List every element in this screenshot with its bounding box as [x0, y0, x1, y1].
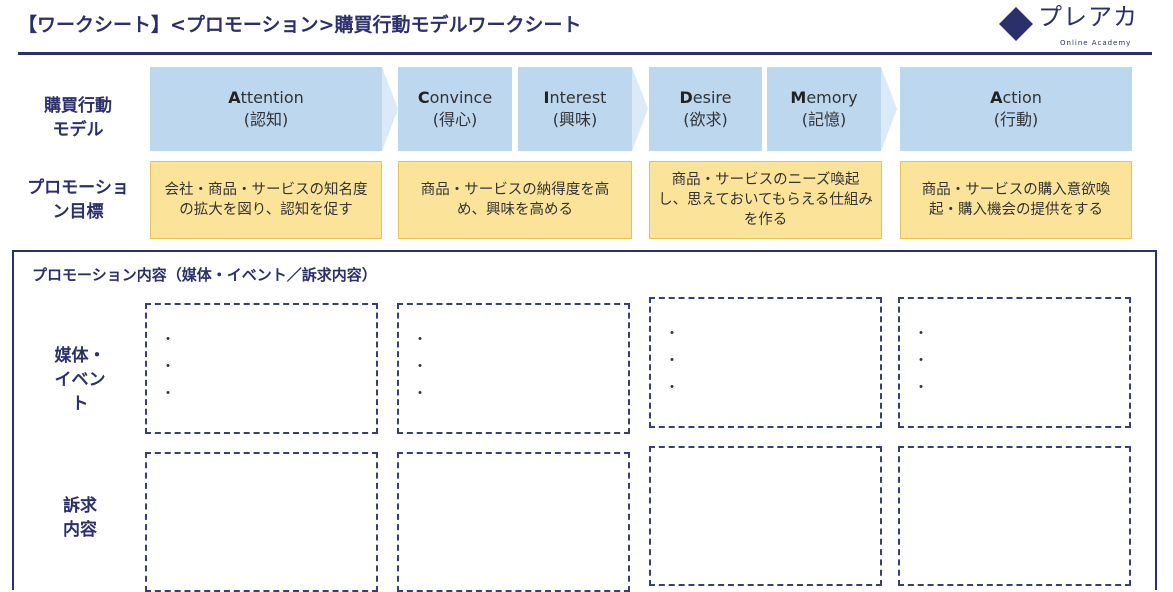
- goal-desire-memory: 商品・サービスのニーズ喚起し、思えておいてもらえる仕組みを作る: [649, 161, 882, 239]
- chevron-arrow: [632, 67, 648, 151]
- promotion-content-panel: [12, 250, 1157, 590]
- appeal-input-box[interactable]: [397, 452, 630, 592]
- stage-action: Action(行動): [900, 67, 1132, 151]
- model-label-text: 購買行動モデル: [44, 96, 112, 140]
- chevron-arrow: [881, 67, 897, 151]
- goal-action: 商品・サービスの購入意欲喚起・購入機会の提供をする: [900, 161, 1132, 239]
- logo: プレアカ Online Academy: [998, 2, 1158, 50]
- appeal-label-text: 訴求内容: [63, 496, 97, 540]
- header-divider: [18, 52, 1152, 55]
- page-title: 【ワークシート】<プロモーション>購買行動モデルワークシート: [18, 14, 582, 36]
- appeal-input-box[interactable]: [898, 446, 1131, 586]
- goal-label-text: プロモーション目標: [27, 178, 129, 222]
- stage-memory: Memory(記憶): [767, 67, 881, 151]
- graduation-cap-icon: [999, 7, 1033, 41]
- media-input-box[interactable]: ・・・: [649, 297, 882, 428]
- stage-desire: Desire(欲求): [649, 67, 762, 151]
- model-row-label: 購買行動モデル: [14, 94, 142, 142]
- appeal-row-label: 訴求内容: [20, 494, 140, 542]
- media-label-text: 媒体・イベント: [54, 346, 106, 414]
- appeal-input-box[interactable]: [145, 452, 378, 592]
- goal-attention: 会社・商品・サービスの知名度の拡大を図り、認知を促す: [150, 161, 382, 239]
- media-input-box[interactable]: ・・・: [397, 303, 630, 434]
- appeal-input-box[interactable]: [649, 446, 882, 586]
- logo-subtitle: Online Academy: [1060, 39, 1132, 47]
- stage-convince: Convince(得心): [398, 67, 512, 151]
- panel-title: プロモーション内容（媒体・イベント／訴求内容）: [32, 266, 377, 284]
- goal-row-label: プロモーション目標: [14, 176, 142, 224]
- media-row-label: 媒体・イベント: [20, 344, 140, 416]
- stage-attention: Attention(認知): [150, 67, 382, 151]
- stage-interest: Interest(興味): [518, 67, 632, 151]
- media-input-box[interactable]: ・・・: [145, 303, 378, 434]
- media-input-box[interactable]: ・・・: [898, 297, 1131, 428]
- logo-name: プレアカ: [1038, 3, 1138, 31]
- chevron-arrow: [382, 67, 398, 151]
- goal-convince-interest: 商品・サービスの納得度を高め、興味を高める: [398, 161, 632, 239]
